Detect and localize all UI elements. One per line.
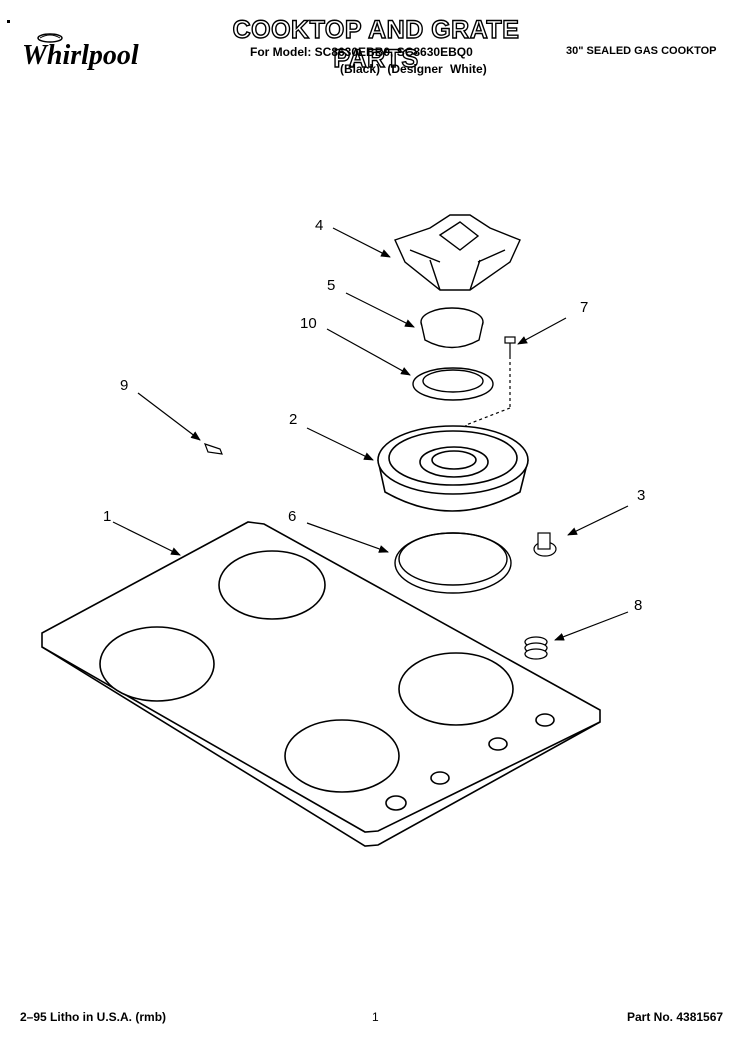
litho-note: 2–95 Litho in U.S.A. (rmb)	[20, 1010, 167, 1024]
model-line: For Model: SC8630EBB0, SC8630EBQ0	[250, 45, 473, 59]
product-name: 30" SEALED GAS COOKTOP	[566, 45, 717, 57]
part-burner-cap	[420, 307, 484, 349]
part-electrode	[203, 443, 223, 455]
part-gasket	[412, 367, 494, 401]
part-label-4: 4	[315, 217, 323, 234]
part-label-1: 1	[103, 508, 111, 525]
whirlpool-logo: Whirlpool	[22, 33, 139, 71]
part-label-2: 2	[289, 411, 297, 428]
finish-white: (Designer White)	[387, 62, 487, 76]
part-label-6: 6	[288, 508, 296, 525]
part-label-8: 8	[634, 597, 642, 614]
part-label-3: 3	[637, 487, 645, 504]
leader-arrows	[112, 227, 629, 641]
corner-mark	[7, 20, 10, 23]
part-spring	[524, 636, 548, 660]
part-screw	[465, 336, 516, 460]
part-cooktop	[41, 521, 601, 847]
finish-black: (Black)	[340, 62, 381, 76]
page-number: 1	[372, 1010, 379, 1024]
part-number: Part No. 4381567	[627, 1010, 724, 1024]
part-label-9: 9	[120, 377, 128, 394]
finish-options: (Black) (Designer White)	[340, 62, 487, 76]
part-burner-base	[377, 425, 529, 512]
part-label-7: 7	[580, 299, 588, 316]
part-label-10: 10	[300, 315, 317, 332]
part-grate	[394, 214, 521, 291]
part-label-5: 5	[327, 277, 335, 294]
part-trim-ring	[394, 532, 512, 594]
page-title: COOKTOP AND GRATE PARTS	[232, 15, 520, 73]
brand-name: Whirlpool	[22, 40, 139, 71]
part-knob	[533, 532, 557, 557]
